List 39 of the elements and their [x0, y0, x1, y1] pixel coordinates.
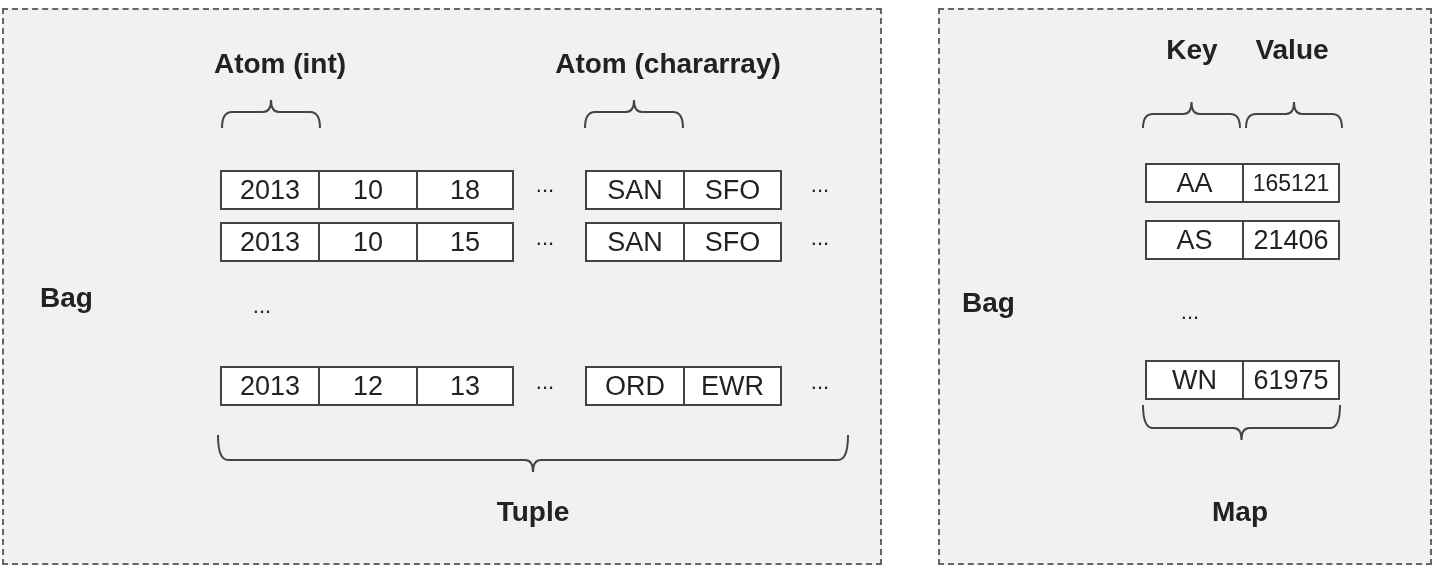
annotation-label: Atom (int) — [213, 48, 347, 80]
ellipsis-text: ... — [1180, 299, 1200, 325]
annotation-label: Key — [1166, 34, 1218, 66]
ellipsis-text: ... — [810, 172, 830, 198]
table-cell: 18 — [416, 170, 514, 210]
ellipsis-text: ... — [535, 225, 555, 251]
table-cell: SAN — [585, 170, 685, 210]
ellipsis-text: ... — [252, 293, 272, 319]
table-cell: 165121 — [1242, 163, 1340, 203]
table-cell: EWR — [683, 366, 782, 406]
table-cell: 61975 — [1242, 360, 1340, 400]
dashed-panel — [2, 8, 882, 565]
table-cell: 10 — [318, 170, 418, 210]
panel-label: Bag — [962, 287, 1015, 319]
table-cell: SFO — [683, 222, 782, 262]
table-cell: 21406 — [1242, 220, 1340, 260]
table-cell: WN — [1145, 360, 1244, 400]
ellipsis-text: ... — [810, 369, 830, 395]
table-cell: 10 — [318, 222, 418, 262]
ellipsis-text: ... — [535, 369, 555, 395]
table-cell: 2013 — [220, 170, 320, 210]
annotation-label: Atom (chararray) — [555, 48, 781, 80]
table-cell: SAN — [585, 222, 685, 262]
table-cell: AA — [1145, 163, 1244, 203]
panel-label: Bag — [40, 282, 93, 314]
annotation-label: Tuple — [496, 496, 570, 528]
ellipsis-text: ... — [810, 225, 830, 251]
table-cell: 15 — [416, 222, 514, 262]
table-cell: AS — [1145, 220, 1244, 260]
table-cell: 2013 — [220, 366, 320, 406]
dashed-panel — [938, 8, 1432, 565]
table-cell: ORD — [585, 366, 685, 406]
table-cell: 2013 — [220, 222, 320, 262]
table-cell: 12 — [318, 366, 418, 406]
ellipsis-text: ... — [535, 172, 555, 198]
annotation-label: Value — [1255, 34, 1329, 66]
table-cell: SFO — [683, 170, 782, 210]
table-cell: 13 — [416, 366, 514, 406]
annotation-label: Map — [1212, 496, 1268, 528]
